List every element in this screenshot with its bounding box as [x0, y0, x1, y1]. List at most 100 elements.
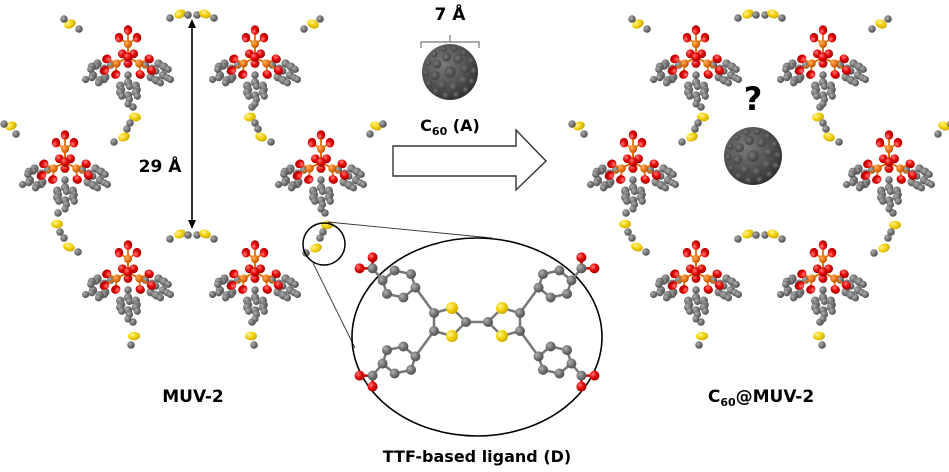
- carbon-atom: [245, 307, 253, 315]
- ttf-linker: [166, 229, 218, 243]
- carbon-atom: [868, 25, 876, 33]
- phenyl-arm: [268, 59, 302, 87]
- carbon-atom: [662, 79, 671, 87]
- carbon-atom: [778, 235, 786, 243]
- carbon-atom: [576, 370, 587, 381]
- carbon-atom: [127, 341, 135, 349]
- carbon-atom: [554, 265, 565, 276]
- carbon-atom: [752, 231, 760, 239]
- carbon-atom: [859, 65, 867, 73]
- oxygen-atom: [682, 247, 692, 258]
- ttf-linker: [60, 15, 83, 33]
- fullerene-carbon: [752, 166, 762, 177]
- oxygen-atom: [841, 66, 852, 75]
- carbon-atom: [88, 74, 96, 82]
- sulfur-atom: [174, 9, 186, 19]
- fullerene-carbon: [453, 54, 463, 64]
- carbon-atom: [81, 290, 90, 299]
- carbon-atom: [81, 75, 90, 84]
- fullerene-carbon: [468, 78, 475, 85]
- metal-atom: [680, 274, 689, 283]
- oxygen-atom: [114, 32, 124, 43]
- sulfur-atom: [64, 19, 76, 29]
- metal-atom: [112, 274, 121, 283]
- carbon-atom: [379, 120, 387, 128]
- metal-cluster-node: [208, 240, 302, 323]
- phenyl-arm: [116, 286, 141, 323]
- carbon-atom: [842, 180, 851, 189]
- carbon-atom: [819, 71, 827, 79]
- sulfur-atom: [573, 121, 585, 131]
- carbon-atom: [156, 294, 165, 302]
- carbon-atom: [319, 228, 327, 236]
- fullerene-carbon: [449, 82, 459, 92]
- carbon-atom: [250, 341, 258, 349]
- carbon-atom: [855, 184, 864, 192]
- fullerene-carbon: [766, 171, 773, 178]
- carbon-atom: [31, 184, 40, 192]
- phenyl-arm: [81, 59, 115, 87]
- carbon-atom: [193, 11, 201, 19]
- carbon-atom: [18, 180, 27, 189]
- carbon-atom: [88, 289, 96, 297]
- carbon-atom: [316, 15, 324, 23]
- carbon-atom: [70, 197, 78, 205]
- carbon-atom: [317, 176, 325, 184]
- carbon-atom: [311, 197, 319, 205]
- carbon-atom: [656, 74, 664, 82]
- oxygen-atom: [700, 32, 710, 43]
- carbon-atom: [655, 65, 663, 73]
- carbon-atom: [124, 100, 132, 108]
- phenyl-arm: [78, 164, 112, 192]
- phenyl-arm: [646, 164, 680, 192]
- carbon-atom: [367, 370, 378, 381]
- oxygen-atom: [250, 240, 260, 250]
- oxygen-atom: [132, 247, 142, 258]
- sulfur-atom: [767, 229, 779, 239]
- ligand-caption: TTF-based ligand (D): [383, 447, 571, 466]
- oxygen-atom: [691, 240, 701, 250]
- fe3o-core: [794, 25, 852, 79]
- carbon-atom: [87, 65, 95, 73]
- oxygen-atom: [714, 66, 725, 75]
- oxygen-atom: [794, 281, 805, 290]
- fe3o-core: [99, 240, 157, 294]
- fe3o-core: [604, 130, 662, 184]
- oxygen-atom: [830, 70, 840, 79]
- fe3o-core: [292, 130, 350, 184]
- ttf-linker: [245, 318, 258, 349]
- oxygen-atom: [806, 285, 816, 294]
- oxygen-atom: [827, 32, 837, 43]
- oxygen-atom: [132, 32, 142, 43]
- c60-size-label: 7 Å: [435, 2, 467, 25]
- oxygen-atom: [123, 274, 133, 283]
- carbon-atom: [366, 130, 374, 138]
- carbon-atom: [291, 65, 299, 73]
- fe3o-core: [667, 240, 725, 294]
- carbon-atom: [813, 307, 821, 315]
- sulfur-atom: [823, 132, 835, 142]
- metal-atom: [251, 255, 259, 263]
- carbon-atom: [885, 205, 893, 213]
- carbon-atom: [349, 184, 358, 192]
- ttf-linker: [678, 103, 709, 146]
- oxygen-atom: [60, 130, 70, 140]
- carbon-atom: [537, 269, 548, 280]
- carbon-atom: [586, 180, 595, 189]
- ttf-linker: [244, 103, 275, 146]
- metal-atom: [124, 40, 132, 48]
- carbon-atom: [887, 228, 895, 236]
- carbon-atom: [208, 290, 217, 299]
- carbon-atom: [429, 326, 439, 336]
- fullerene-carbon: [756, 176, 763, 183]
- phenyl-arm: [81, 274, 115, 302]
- fullerene-carbon: [727, 143, 734, 150]
- carbon-atom: [103, 180, 112, 189]
- carbon-atom: [789, 294, 798, 302]
- bond: [518, 330, 540, 358]
- carbon-atom: [184, 11, 192, 19]
- fullerene-carbon: [470, 67, 477, 74]
- carbon-atom: [851, 79, 860, 87]
- carbon-atom: [215, 289, 223, 297]
- carbon-atom: [562, 345, 573, 356]
